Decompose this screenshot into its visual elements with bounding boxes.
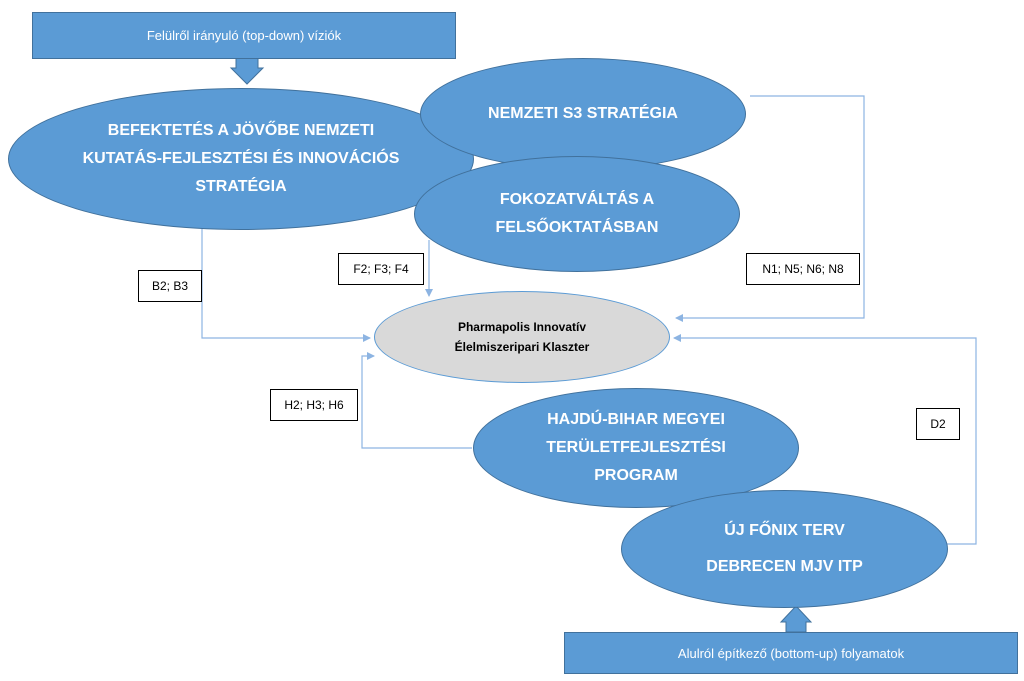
tag-hajdu-bihar-label: H2; H3; H6 — [284, 398, 344, 412]
program-fonix-line: ÚJ FŐNIX TERV — [724, 522, 845, 539]
strategy-befektetes: BEFEKTETÉS A JÖVŐBE NEMZETI KUTATÁS-FEJL… — [8, 88, 474, 230]
bottom-up-arrow — [779, 605, 813, 633]
tag-fokozatvaltas-label: F2; F3; F4 — [353, 262, 409, 276]
top-down-banner-label: Felülről irányuló (top-down) víziók — [146, 28, 342, 43]
strategy-befektetes-line: BEFEKTETÉS A JÖVŐBE NEMZETI — [107, 122, 375, 139]
strategy-s3: NEMZETI S3 STRATÉGIA — [420, 58, 746, 170]
program-fonix-line: DEBRECEN MJV ITP — [706, 558, 863, 575]
bottom-up-banner: Alulról építkező (bottom-up) folyamatok — [564, 632, 1018, 674]
tag-fokozatvaltas: F2; F3; F4 — [338, 253, 424, 285]
top-down-banner: Felülről irányuló (top-down) víziók — [32, 12, 456, 59]
tag-befektetes-label: B2; B3 — [151, 279, 189, 293]
connector-befektetes — [201, 228, 371, 342]
strategy-fokozatvaltas: FOKOZATVÁLTÁS A FELSŐOKTATÁSBAN — [414, 156, 740, 272]
strategy-fokozatvaltas-line: FELSŐOKTATÁSBAN — [495, 219, 659, 236]
center-cluster-line: Pharmapolis Innovatív — [457, 320, 587, 334]
strategy-befektetes-line: KUTATÁS-FEJLESZTÉSI ÉS INNOVÁCIÓS — [82, 150, 400, 167]
bottom-up-banner-label: Alulról építkező (bottom-up) folyamatok — [677, 645, 905, 661]
center-cluster-line: Élelmiszeripari Klaszter — [454, 340, 590, 354]
connector-hajdu — [361, 352, 472, 449]
program-hajdu-bihar-line: PROGRAM — [594, 467, 678, 484]
connector-fonix — [673, 334, 977, 545]
center-cluster: Pharmapolis Innovatív Élelmiszeripari Kl… — [374, 291, 670, 383]
connector-s3 — [675, 95, 865, 322]
program-hajdu-bihar-line: HAJDÚ-BIHAR MEGYEI — [547, 411, 725, 428]
strategy-fokozatvaltas-line: FOKOZATVÁLTÁS A — [499, 191, 655, 208]
tag-hajdu-bihar: H2; H3; H6 — [270, 389, 358, 421]
program-fonix: ÚJ FŐNIX TERV DEBRECEN MJV ITP — [621, 490, 948, 608]
tag-fonix: D2 — [916, 408, 960, 440]
program-hajdu-bihar-line: TERÜLETFEJLESZTÉSI — [546, 439, 726, 456]
strategy-s3-line: NEMZETI S3 STRATÉGIA — [488, 105, 678, 122]
tag-s3: N1; N5; N6; N8 — [746, 253, 860, 285]
top-down-arrow — [229, 57, 265, 85]
strategy-befektetes-line: STRATÉGIA — [195, 178, 287, 195]
tag-s3-label: N1; N5; N6; N8 — [762, 262, 844, 276]
program-hajdu-bihar: HAJDÚ-BIHAR MEGYEI TERÜLETFEJLESZTÉSI PR… — [473, 388, 799, 508]
tag-befektetes: B2; B3 — [138, 270, 202, 302]
tag-fonix-label: D2 — [930, 417, 946, 431]
